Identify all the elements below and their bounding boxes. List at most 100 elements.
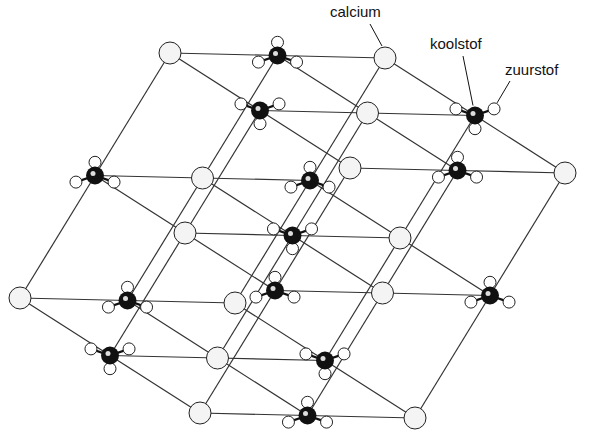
- lattice-line: [20, 298, 110, 356]
- oxygen-atom: [108, 176, 120, 188]
- lattice-line: [203, 178, 293, 236]
- atom-label: koolstof: [430, 36, 482, 53]
- lattice-line: [185, 233, 275, 291]
- oxygen-atom: [282, 416, 294, 428]
- oxygen-atom: [273, 98, 285, 110]
- oxygen-atom: [288, 291, 300, 303]
- atom-label: calcium: [330, 4, 381, 21]
- carbon-highlight: [271, 286, 276, 291]
- carbon-atom: [284, 227, 302, 245]
- carbon-atom: [251, 102, 269, 120]
- calcium-atom: [374, 47, 396, 69]
- atom-label: zuurstof: [505, 62, 558, 79]
- carbon-highlight: [321, 356, 326, 361]
- calcium-atom: [404, 407, 426, 429]
- oxygen-atom: [85, 343, 97, 355]
- leader-line: [497, 81, 510, 103]
- lattice-line: [385, 58, 475, 116]
- calcium-atom: [224, 292, 246, 314]
- carbon-atom: [101, 347, 119, 365]
- lattice-line: [490, 173, 565, 296]
- lattice-line: [170, 53, 278, 56]
- oxygen-atom: [471, 171, 483, 183]
- lattice-line: [350, 168, 458, 171]
- calcium-atom: [192, 167, 214, 189]
- lattice-line: [278, 56, 368, 114]
- lattice-line: [128, 301, 218, 359]
- carbon-atom: [466, 107, 484, 125]
- oxygen-atom: [503, 296, 515, 308]
- carbon-atom: [269, 47, 287, 65]
- lattice-line: [200, 291, 275, 414]
- lattice-line: [20, 298, 128, 301]
- calcium-atom: [159, 42, 181, 64]
- carbon-highlight: [306, 176, 311, 181]
- lattice-line: [128, 178, 203, 301]
- carbon-highlight: [123, 296, 128, 301]
- leader-line: [463, 56, 473, 106]
- oxygen-atom: [141, 301, 153, 313]
- oxygen-atom: [252, 56, 264, 68]
- carbon-atom: [299, 407, 317, 425]
- oxygen-atom: [123, 343, 135, 355]
- lattice-line: [293, 113, 368, 236]
- oxygen-atom: [432, 171, 444, 183]
- lattice-line: [275, 168, 350, 291]
- carbon-highlight: [471, 111, 476, 116]
- lattice-line: [400, 116, 475, 239]
- lattice-line: [415, 296, 490, 419]
- oxygen-atom: [267, 223, 279, 235]
- lattice-line: [400, 238, 490, 296]
- calcium-atom: [339, 157, 361, 179]
- lattice-line: [260, 111, 368, 114]
- lattice-line: [95, 176, 185, 234]
- calcium-atom: [554, 162, 576, 184]
- oxygen-atom: [323, 181, 335, 193]
- oxygen-atom: [306, 223, 318, 235]
- oxygen-atom: [488, 103, 500, 115]
- lattice-line: [218, 236, 293, 359]
- oxygen-atom: [450, 103, 462, 115]
- lattice-line: [368, 113, 458, 171]
- carbon-highlight: [453, 166, 458, 171]
- carbon-highlight: [288, 231, 293, 236]
- carbon-highlight: [91, 171, 96, 176]
- lattice-line: [308, 293, 383, 416]
- atoms: [9, 36, 576, 429]
- carbon-highlight: [256, 106, 261, 111]
- calcium-atom: [189, 402, 211, 424]
- oxygen-atom: [235, 98, 247, 110]
- carbon-atom: [119, 292, 137, 310]
- oxygen-atom: [321, 416, 333, 428]
- lattice-line: [110, 356, 200, 414]
- lattice-line: [200, 413, 308, 416]
- leader-lines: [370, 24, 510, 106]
- lattice-line: [383, 293, 491, 296]
- oxygen-atom: [291, 56, 303, 68]
- lattice-line: [260, 111, 350, 169]
- oxygen-atom: [250, 291, 262, 303]
- calcium-atom: [357, 102, 379, 124]
- lattice-line: [310, 181, 400, 239]
- carbon-atom: [86, 167, 104, 185]
- lattice-line: [293, 236, 383, 294]
- lattice-line: [203, 56, 278, 179]
- lattice-lines: [20, 53, 565, 418]
- carbon-atom: [301, 172, 319, 190]
- lattice-line: [218, 358, 308, 416]
- carbon-atom: [449, 162, 467, 180]
- oxygen-atom: [300, 348, 312, 360]
- lattice-line: [110, 356, 218, 359]
- calcium-atom: [389, 227, 411, 249]
- calcium-atom: [207, 347, 229, 369]
- oxygen-atom: [70, 176, 82, 188]
- lattice-line: [170, 53, 260, 111]
- lattice-line: [110, 233, 185, 356]
- lattice-line: [325, 361, 415, 419]
- oxygen-atom: [102, 301, 114, 313]
- lattice-line: [310, 58, 385, 181]
- carbon-highlight: [106, 351, 111, 356]
- carbon-atom: [481, 287, 499, 305]
- calcium-atom: [9, 287, 31, 309]
